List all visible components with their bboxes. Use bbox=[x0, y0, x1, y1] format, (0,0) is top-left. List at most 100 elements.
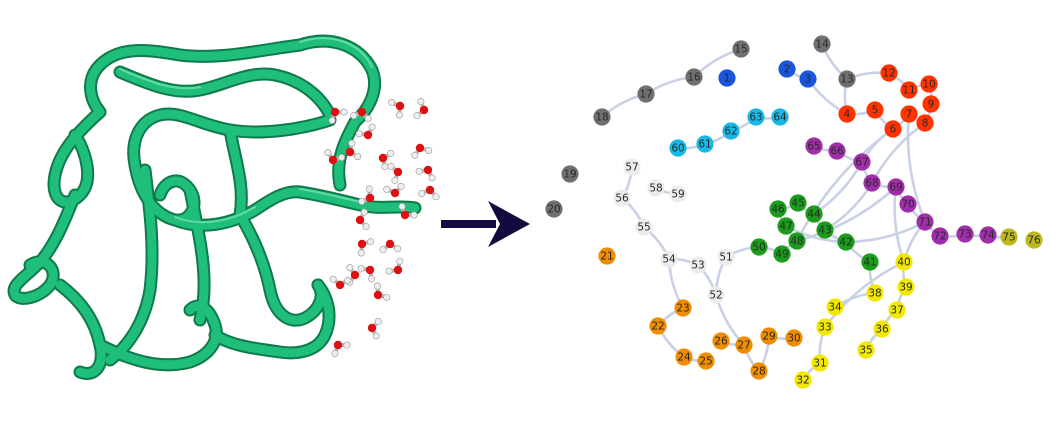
graph-node: 35 bbox=[857, 341, 875, 359]
graph-node-label: 31 bbox=[813, 358, 826, 370]
graph-node-label: 74 bbox=[981, 230, 995, 242]
graph-node: 36 bbox=[873, 320, 891, 338]
graph-node-label: 46 bbox=[771, 204, 785, 216]
graph-node: 44 bbox=[805, 205, 823, 223]
graph-edge bbox=[823, 181, 874, 232]
graph-node-circle bbox=[884, 120, 902, 138]
graph-node-circle bbox=[922, 95, 940, 113]
graph-node-label: 33 bbox=[818, 322, 831, 334]
water-molecules bbox=[324, 98, 440, 357]
graph-node: 65 bbox=[805, 137, 823, 155]
graph-node-circle bbox=[956, 225, 974, 243]
graph-node-label: 76 bbox=[1027, 235, 1041, 247]
graph-node-circle bbox=[712, 332, 730, 350]
graph-node-circle bbox=[811, 354, 829, 372]
graph-node-circle bbox=[675, 348, 693, 366]
graph-node-label: 10 bbox=[922, 79, 935, 91]
graph-node-circle bbox=[769, 200, 787, 218]
graph-node-label: 34 bbox=[828, 302, 842, 314]
graph-node-label: 11 bbox=[902, 85, 915, 97]
water-molecule bbox=[350, 107, 372, 123]
water-molecule bbox=[328, 107, 348, 125]
water-molecule bbox=[357, 265, 376, 283]
water-molecule bbox=[411, 143, 433, 159]
graph-node-label: 5 bbox=[872, 105, 879, 117]
graph-node-label: 37 bbox=[890, 305, 903, 317]
graph-node: 42 bbox=[837, 233, 855, 251]
graph-node: 74 bbox=[979, 226, 997, 244]
graph-node-label: 43 bbox=[818, 225, 831, 237]
graph-node-circle bbox=[598, 247, 616, 265]
graph-node: 4 bbox=[838, 105, 856, 123]
graph-node: 51 bbox=[717, 248, 735, 266]
graph-node-circle bbox=[722, 122, 740, 140]
graph-node-label: 35 bbox=[859, 345, 872, 357]
graph-node-label: 12 bbox=[882, 68, 895, 80]
graph-node-circle bbox=[750, 362, 768, 380]
graph-node-circle bbox=[900, 81, 918, 99]
ribbon-highlights bbox=[119, 37, 373, 224]
graph-node-label: 75 bbox=[1002, 232, 1015, 244]
graph-node-label: 29 bbox=[762, 331, 775, 343]
graph-node-label: 52 bbox=[709, 290, 722, 302]
graph-node-circle bbox=[707, 286, 725, 304]
graph-node: 61 bbox=[696, 135, 714, 153]
water-molecule bbox=[415, 165, 436, 182]
graph-node-circle bbox=[697, 352, 715, 370]
graph-node-label: 73 bbox=[958, 229, 971, 241]
graph-node-circle bbox=[613, 189, 631, 207]
graph-node-label: 23 bbox=[676, 303, 689, 315]
graph-node-label: 32 bbox=[796, 375, 809, 387]
graph-node-label: 17 bbox=[639, 89, 652, 101]
graph-node-circle bbox=[778, 60, 796, 78]
graph-node-circle bbox=[816, 318, 834, 336]
graph-node-circle bbox=[916, 213, 934, 231]
graph-node: 24 bbox=[675, 348, 693, 366]
graph-node-label: 67 bbox=[855, 157, 868, 169]
graph-node-label: 26 bbox=[714, 336, 728, 348]
water-molecule bbox=[355, 208, 370, 231]
graph-node-circle bbox=[669, 185, 687, 203]
graph-node-label: 16 bbox=[687, 72, 701, 84]
graph-node: 38 bbox=[866, 284, 884, 302]
graph-node-label: 25 bbox=[699, 356, 712, 368]
graph-node: 72 bbox=[931, 227, 949, 245]
graph-node-label: 71 bbox=[918, 217, 931, 229]
graph-node-circle bbox=[880, 64, 898, 82]
graph-node-circle bbox=[805, 205, 823, 223]
graph-node: 75 bbox=[1000, 228, 1018, 246]
water-molecule bbox=[355, 123, 376, 140]
graph-node-circle bbox=[623, 158, 641, 176]
graph-node-label: 45 bbox=[791, 198, 804, 210]
graph-node-label: 51 bbox=[719, 252, 732, 264]
graph-node-circle bbox=[777, 217, 795, 235]
graph-node-circle bbox=[887, 178, 905, 196]
graph-node-circle bbox=[635, 218, 653, 236]
graph-node: 54 bbox=[660, 250, 678, 268]
graph-node-label: 66 bbox=[830, 146, 844, 158]
graph-node-circle bbox=[669, 139, 687, 157]
graph-node: 66 bbox=[828, 142, 846, 160]
graph-node-circle bbox=[838, 105, 856, 123]
water-molecule bbox=[378, 149, 395, 171]
graph-node-circle bbox=[660, 250, 678, 268]
graph-node-label: 62 bbox=[724, 126, 737, 138]
graph-node-circle bbox=[866, 101, 884, 119]
water-molecule bbox=[358, 185, 375, 206]
graph-node: 28 bbox=[750, 362, 768, 380]
water-molecule bbox=[329, 275, 352, 290]
water-molecule bbox=[418, 185, 440, 201]
graph-node-circle bbox=[689, 256, 707, 274]
graph-node: 50 bbox=[750, 238, 768, 256]
graph-node: 13 bbox=[838, 70, 856, 88]
graph-node-circle bbox=[747, 108, 765, 126]
graph-node: 9 bbox=[922, 95, 940, 113]
graph-node: 34 bbox=[826, 298, 844, 316]
graph-node-circle bbox=[773, 245, 791, 263]
water-molecule bbox=[331, 340, 351, 357]
graph-node-label: 55 bbox=[637, 222, 650, 234]
graph-node-circle bbox=[647, 179, 665, 197]
graph-node-label: 69 bbox=[889, 182, 902, 194]
graph-node-label: 40 bbox=[897, 257, 910, 269]
graph-node: 7 bbox=[900, 105, 918, 123]
